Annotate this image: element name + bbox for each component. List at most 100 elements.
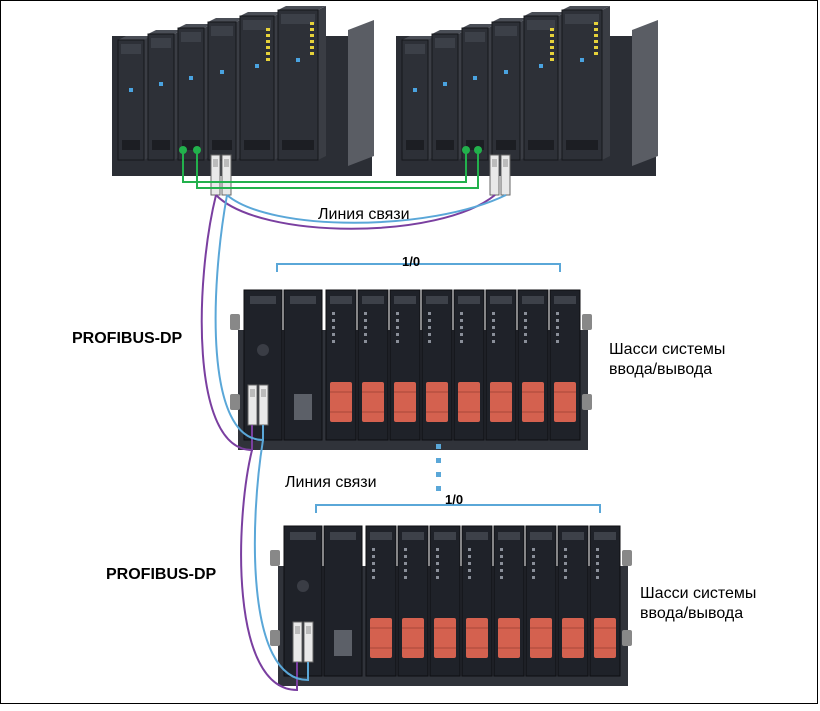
cpu-status-led — [594, 34, 598, 37]
cpu-module — [461, 27, 489, 161]
cpu-status-led — [310, 46, 314, 49]
io-led — [364, 340, 367, 343]
io-led — [364, 333, 367, 336]
io-terminal-block — [402, 618, 424, 658]
io-module-label — [362, 296, 384, 304]
io-terminal-block — [458, 382, 480, 422]
cpu-port — [436, 140, 454, 150]
cpu-module-top — [524, 12, 566, 16]
io-module-label — [594, 532, 616, 540]
cpu-module-top — [240, 12, 282, 16]
cpu-port — [122, 140, 140, 150]
cpu-status-led — [594, 40, 598, 43]
io-led — [428, 340, 431, 343]
io-led — [332, 319, 335, 322]
io-led — [332, 326, 335, 329]
cpu-status-led — [550, 34, 554, 37]
cpu-port — [244, 140, 270, 150]
chassis-mount-left-top — [270, 550, 280, 566]
cpu-status-led — [594, 46, 598, 49]
cpu-port — [282, 140, 314, 150]
cpu-status-led — [266, 28, 270, 31]
cpu-status-led — [266, 34, 270, 37]
io-led — [564, 562, 567, 565]
power-switch — [297, 580, 309, 592]
cpu-port — [212, 140, 232, 150]
cpu-module-top — [432, 30, 466, 34]
cpu-module-led — [473, 76, 477, 80]
io-led — [332, 333, 335, 336]
comm-line-top-purple — [215, 194, 496, 230]
continuation-dot — [436, 486, 441, 491]
cpu-module-label — [281, 14, 315, 24]
cpu-status-led — [550, 46, 554, 49]
chassis-label-1: Шасси системы ввода/вывода — [609, 341, 726, 378]
chassis-mount-left-bottom — [270, 630, 280, 646]
io-label-1: 1/0 — [402, 254, 421, 269]
cpu-status-led — [310, 34, 314, 37]
comm-line-top-blue — [226, 194, 507, 224]
io-led — [460, 333, 463, 336]
io-led — [436, 576, 439, 579]
io-led — [460, 319, 463, 322]
io-led — [468, 548, 471, 551]
cpu-status-led — [550, 58, 554, 61]
io-led — [436, 569, 439, 572]
io-led — [564, 576, 567, 579]
io-led — [396, 312, 399, 315]
chassis-mount-right-top — [582, 314, 592, 330]
io-led — [492, 319, 495, 322]
chassis-mount-left-top — [230, 314, 240, 330]
io-terminal-block — [562, 618, 584, 658]
redundant-link-node — [193, 146, 201, 154]
io-led — [468, 576, 471, 579]
redundant-link-node — [474, 146, 482, 154]
profibus-cable-2-purple — [240, 449, 298, 692]
cpu-module-led — [159, 82, 163, 86]
continuation-dot — [436, 472, 441, 477]
cpu-module — [561, 9, 603, 161]
cpu-port — [528, 140, 554, 150]
cpu-status-led — [594, 52, 598, 55]
redundant-link-outer — [182, 150, 467, 183]
chassis-mount-right-top — [622, 550, 632, 566]
io-module-label — [402, 532, 424, 540]
io-led — [428, 319, 431, 322]
io-terminal-block — [490, 382, 512, 422]
io-bracket-1 — [276, 263, 561, 272]
profibus-cable-1-blue — [214, 194, 264, 442]
io-led — [596, 569, 599, 572]
io-led — [556, 319, 559, 322]
io-led — [556, 326, 559, 329]
io-led — [532, 548, 535, 551]
cpu-module-top — [562, 6, 610, 10]
cpu-module-label — [405, 44, 425, 54]
cpu-port — [566, 140, 598, 150]
cpu-module-top — [402, 36, 436, 40]
dsub-port — [334, 630, 352, 656]
io-led — [364, 312, 367, 315]
cpu-rack-left — [112, 6, 374, 176]
io-led — [532, 562, 535, 565]
io-module-label — [466, 532, 488, 540]
io-led — [500, 576, 503, 579]
io-chassis-1 — [230, 289, 592, 450]
io-led — [372, 555, 375, 558]
cpu-module-label — [181, 32, 201, 42]
cpu-status-led — [310, 52, 314, 55]
cpu-module — [431, 33, 459, 161]
cpu-port — [466, 140, 484, 150]
io-led — [556, 340, 559, 343]
cpu-module — [277, 9, 319, 161]
cpu-module-led — [443, 82, 447, 86]
io-led — [564, 548, 567, 551]
io-led — [404, 576, 407, 579]
io-led — [500, 562, 503, 565]
profibus-cable-1-purple — [200, 194, 253, 452]
io-led — [500, 555, 503, 558]
cpu-status-led — [550, 52, 554, 55]
cpu-port — [152, 140, 170, 150]
io-terminal-block — [554, 382, 576, 422]
io-led — [372, 548, 375, 551]
